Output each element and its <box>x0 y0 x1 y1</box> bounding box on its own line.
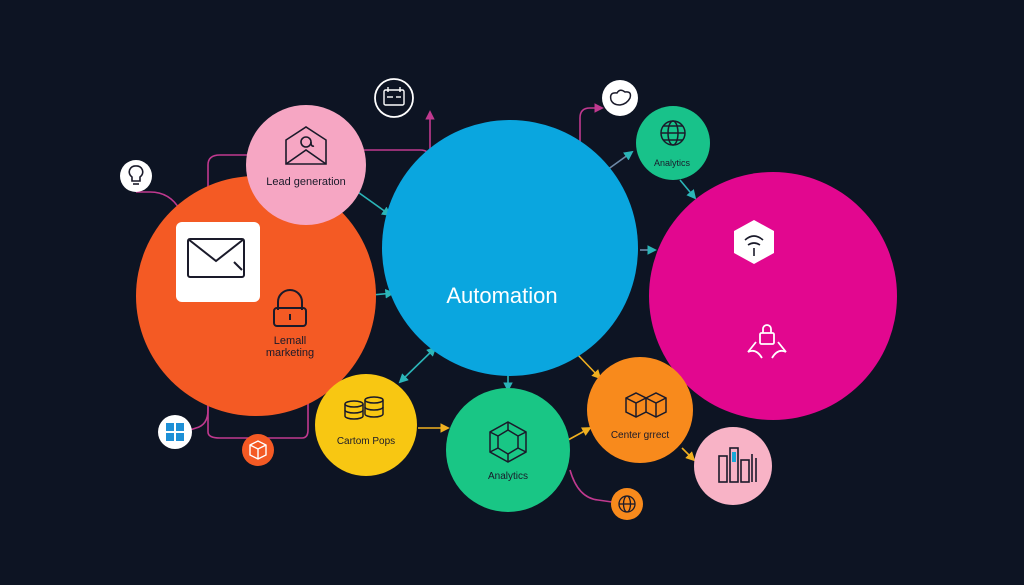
custom-pops-label: Cartom Pops <box>337 436 395 447</box>
connector-analytics-magenta <box>679 179 697 200</box>
pink-chart-circle[interactable] <box>694 427 772 505</box>
magenta-circle[interactable] <box>649 172 897 420</box>
connector-analytics-globe <box>569 469 613 503</box>
cubes-icon <box>625 392 667 418</box>
automation-circle[interactable] <box>382 120 638 376</box>
windows-icon <box>166 423 184 441</box>
network-hex-icon <box>489 421 527 463</box>
hands-lock-icon <box>747 324 787 359</box>
analytics-bottom-label: Analytics <box>488 471 528 482</box>
connector-auto-pops <box>398 346 437 384</box>
coins-icon <box>344 396 384 420</box>
envelope-icon <box>187 238 245 278</box>
lead-generation-label: Lead generation <box>266 176 346 188</box>
globe-icon <box>660 120 686 146</box>
center-greet-circle[interactable] <box>587 357 693 463</box>
shield-hexagon-icon <box>734 220 774 264</box>
lightbulb-badge[interactable] <box>120 160 152 192</box>
box-icon <box>249 440 267 460</box>
lead-generation-circle[interactable] <box>246 105 366 225</box>
custom-pops-circle[interactable] <box>315 374 417 476</box>
lightbulb-icon <box>128 165 144 185</box>
connector-auto-heart <box>579 103 604 150</box>
center-greet-label: Center grrect <box>611 430 670 441</box>
windows-badge[interactable] <box>158 415 192 449</box>
calendar-icon <box>383 87 405 106</box>
globe-small-icon <box>618 495 636 513</box>
bar-chart-icon <box>718 447 757 483</box>
connector-analytics-center <box>567 427 592 441</box>
analytics-top-circle[interactable] <box>636 106 710 180</box>
heart-cloud-icon <box>609 89 632 106</box>
heart-badge[interactable] <box>602 80 638 116</box>
padlock-icon <box>273 289 307 327</box>
connector-lightbulb <box>136 191 181 211</box>
email-marketing-label-line1: Lemall <box>274 335 306 347</box>
connector-auto-center <box>577 354 602 380</box>
analytics-top-label: Analytics <box>654 158 691 168</box>
email-marketing-label-line2: marketing <box>266 347 314 359</box>
automation-label: Automation <box>446 283 557 308</box>
analytics-bottom-circle[interactable] <box>446 388 570 512</box>
connector-center-chart <box>681 447 696 462</box>
calendar-badge[interactable] <box>374 78 414 118</box>
connector-lead-top <box>207 154 250 200</box>
at-envelope-icon <box>285 126 327 165</box>
connector-lead-arrow <box>354 189 392 217</box>
